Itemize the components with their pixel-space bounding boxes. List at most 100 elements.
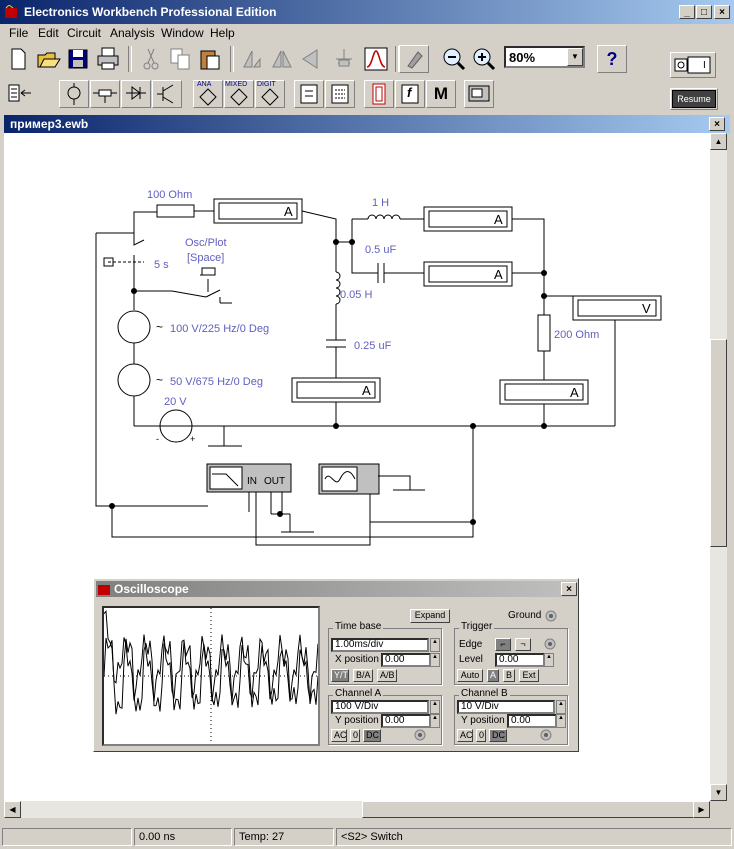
new-icon[interactable] — [4, 45, 32, 73]
ground-terminal-icon[interactable] — [544, 609, 558, 623]
trigger-ext-button[interactable]: Ext — [519, 669, 539, 682]
horizontal-scroll-thumb[interactable] — [362, 801, 702, 818]
level-field[interactable]: 0.00 — [495, 653, 545, 667]
label-switch-time: 5 s — [154, 259, 169, 271]
dc-source-20v[interactable] — [159, 409, 193, 443]
scroll-up-icon[interactable]: ▲ — [710, 133, 727, 150]
channel-a-ac-button[interactable]: AC — [331, 729, 347, 742]
favorites-bin-icon[interactable] — [6, 80, 34, 108]
channel-a-scale-field[interactable]: 100 V/Div — [331, 700, 429, 714]
ammeter-3[interactable] — [423, 261, 513, 287]
open-icon[interactable] — [35, 45, 63, 73]
miscellaneous-bin-icon[interactable]: M — [426, 80, 456, 108]
ac-source-2[interactable] — [117, 363, 151, 397]
channel-b-terminal-icon[interactable] — [539, 728, 553, 742]
close-button[interactable]: × — [714, 5, 730, 19]
channel-b-ypos-label: Y position — [461, 715, 505, 726]
flip-vertical-icon[interactable] — [297, 45, 325, 73]
channel-b-dc-button[interactable]: DC — [489, 729, 507, 742]
oscilloscope-close-button[interactable]: × — [561, 582, 577, 596]
channel-a-dc-button[interactable]: DC — [363, 729, 381, 742]
ac-source-1[interactable] — [117, 310, 151, 344]
vertical-scroll-thumb[interactable] — [710, 339, 727, 547]
edge-rising-button[interactable]: ⌐ — [495, 638, 511, 651]
copy-icon[interactable] — [166, 45, 194, 73]
basic-bin-icon[interactable] — [90, 80, 120, 108]
channel-b-zero-button[interactable]: 0 — [476, 729, 486, 742]
chevron-down-icon[interactable]: ▼ — [567, 48, 583, 66]
circuit-schematic: 100 Ohm 1 H 0.5 uF 5 s Osc/Plot [Space] … — [95, 189, 662, 546]
logic-gates-bin-icon[interactable] — [294, 80, 324, 108]
print-icon[interactable] — [94, 45, 122, 73]
description-icon[interactable] — [399, 45, 429, 73]
scroll-left-icon[interactable]: ◀ — [4, 801, 21, 818]
trigger-b-button[interactable]: B — [503, 669, 515, 682]
channel-b-scale-field[interactable]: 10 V/Div — [457, 700, 555, 714]
mixed-ic-bin-icon[interactable]: MIXED — [224, 80, 254, 108]
menu-edit[interactable]: Edit — [38, 26, 59, 40]
menu-help[interactable]: Help — [210, 26, 235, 40]
timebase-spin-icon[interactable]: ▲ — [430, 638, 440, 652]
channel-b-ac-button[interactable]: AC — [457, 729, 473, 742]
diodes-bin-icon[interactable] — [121, 80, 151, 108]
resistor-100-ohm[interactable] — [156, 204, 195, 218]
indicators-bin-icon[interactable] — [364, 80, 394, 108]
instruments-bin-icon[interactable] — [464, 80, 494, 108]
power-switch[interactable]: I — [670, 52, 716, 78]
document-close-button[interactable]: × — [709, 117, 725, 131]
transistors-bin-icon[interactable] — [152, 80, 182, 108]
channel-b-ypos-spin-icon[interactable]: ▲ — [556, 714, 566, 728]
minimize-button[interactable]: _ — [679, 5, 695, 19]
trigger-auto-button[interactable]: Auto — [457, 669, 483, 682]
xpos-spin-icon[interactable]: ▲ — [430, 653, 440, 667]
channel-b-scale-spin-icon[interactable]: ▲ — [556, 700, 566, 714]
channel-a-zero-button[interactable]: 0 — [350, 729, 360, 742]
sources-bin-icon[interactable] — [59, 80, 89, 108]
resume-button[interactable]: Resume — [670, 88, 718, 110]
scroll-right-icon[interactable]: ▶ — [693, 801, 710, 818]
digital-ic-bin-icon[interactable]: DIGIT — [255, 80, 285, 108]
channel-a-scale-spin-icon[interactable]: ▲ — [430, 700, 440, 714]
mode-ba-button[interactable]: B/A — [353, 669, 373, 682]
menu-circuit[interactable]: Circuit — [67, 26, 102, 40]
channel-a-terminal-icon[interactable] — [413, 728, 427, 742]
maximize-button[interactable]: □ — [696, 5, 712, 19]
controls-bin-icon[interactable]: f — [395, 80, 425, 108]
trigger-label: Trigger — [459, 621, 495, 632]
status-temp: Temp: 27 — [234, 828, 334, 846]
scroll-down-icon[interactable]: ▼ — [710, 784, 727, 801]
channel-b-ypos-field[interactable]: 0.00 — [507, 714, 557, 728]
level-spin-icon[interactable]: ▲ — [544, 653, 554, 667]
zoom-out-icon[interactable] — [440, 45, 468, 73]
horizontal-scrollbar[interactable]: ◀ ▶ — [4, 801, 710, 818]
menu-analysis[interactable]: Analysis — [110, 26, 155, 40]
digital-bin-icon[interactable] — [325, 80, 355, 108]
cut-icon[interactable] — [137, 45, 165, 73]
rotate-icon[interactable] — [238, 45, 266, 73]
vertical-scrollbar[interactable]: ▲ ▼ — [710, 133, 727, 801]
mode-ab-button[interactable]: A/B — [377, 669, 397, 682]
paste-icon[interactable] — [196, 45, 224, 73]
flip-horizontal-icon[interactable] — [268, 45, 296, 73]
graph-icon[interactable] — [362, 45, 390, 73]
label-c1: 0.5 uF — [365, 244, 396, 256]
channel-a-ypos-spin-icon[interactable]: ▲ — [430, 714, 440, 728]
xpos-field[interactable]: 0.00 — [381, 653, 431, 667]
trigger-terminal-icon[interactable] — [543, 637, 557, 651]
expand-button[interactable]: Expand — [410, 609, 450, 623]
component-properties-icon[interactable] — [330, 45, 358, 73]
zoom-in-icon[interactable] — [470, 45, 498, 73]
menu-window[interactable]: Window — [161, 26, 204, 40]
menu-file[interactable]: File — [9, 26, 29, 40]
help-button[interactable]: ? — [597, 45, 627, 73]
save-icon[interactable] — [64, 45, 92, 73]
resistor-200-ohm[interactable] — [537, 314, 551, 352]
zoom-select[interactable]: 80% ▼ — [504, 46, 585, 68]
edge-falling-button[interactable]: ¬ — [515, 638, 531, 651]
timebase-field[interactable]: 1.00ms/div — [331, 638, 429, 652]
trigger-a-button[interactable]: A — [487, 669, 499, 682]
mode-yt-button[interactable]: Y/T — [331, 669, 349, 682]
channel-a-ypos-field[interactable]: 0.00 — [381, 714, 431, 728]
analog-ic-bin-icon[interactable]: ANA — [193, 80, 223, 108]
voltmeter[interactable] — [572, 295, 662, 321]
